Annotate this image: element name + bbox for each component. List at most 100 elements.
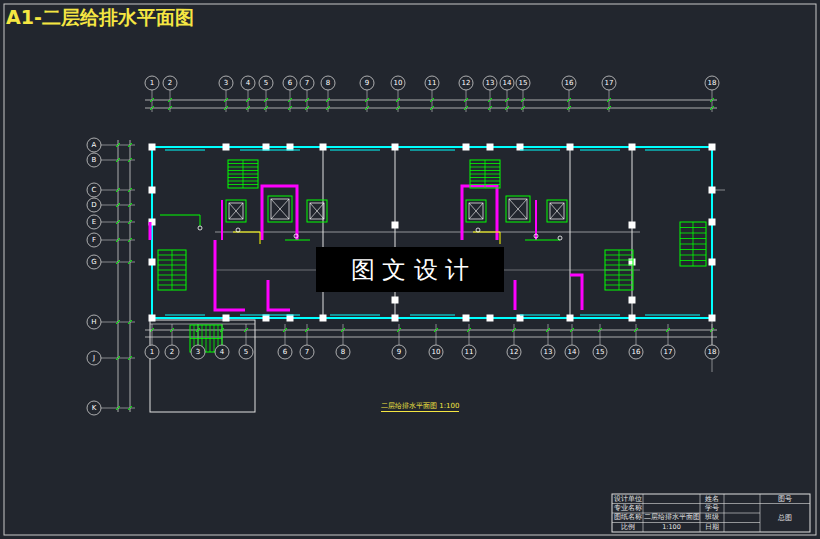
column [487, 315, 493, 321]
axis-number: 1 [150, 349, 154, 356]
column [223, 144, 229, 150]
elevator-cross [469, 203, 483, 219]
dimension-tick [116, 143, 120, 147]
title-block-cell: 学号 [705, 505, 719, 512]
exterior-wall [151, 147, 153, 318]
axis-leader [636, 324, 637, 345]
column [709, 315, 715, 321]
axis-number: 14 [568, 349, 577, 356]
axis-bubble [300, 76, 314, 90]
column [263, 144, 269, 150]
dimension-line [145, 337, 717, 338]
core-wall [149, 222, 152, 240]
axis-letter: C [92, 187, 97, 194]
elevator-cross [550, 203, 564, 219]
axis-number: 5 [264, 80, 268, 87]
column [517, 144, 523, 150]
core-wall [570, 275, 582, 310]
axis-bubble [562, 76, 576, 90]
title-block-col [724, 494, 725, 532]
dimension-tick [128, 188, 132, 192]
axis-bubble [215, 345, 229, 359]
stair-rail [619, 250, 620, 290]
window [165, 150, 205, 151]
stair-rail [172, 250, 173, 290]
stair-symbol [228, 160, 258, 188]
partition-wall [323, 147, 324, 318]
window [645, 315, 700, 316]
column [709, 144, 715, 150]
riser-symbol [534, 234, 538, 238]
axis-bubble [87, 198, 101, 212]
stair-rail [190, 338, 222, 339]
dimension-tick [305, 98, 309, 102]
elevator-cross [469, 203, 483, 219]
axis-bubble [241, 76, 255, 90]
window [330, 150, 380, 151]
core-wall [215, 240, 245, 310]
dimension-tick [116, 260, 120, 264]
axis-leader [307, 324, 308, 345]
axis-number: 18 [708, 349, 717, 356]
axis-bubble [87, 351, 101, 365]
dimension-tick [430, 106, 434, 110]
elevator-cross [229, 203, 243, 219]
dimension-tick [150, 106, 154, 110]
partition-wall [395, 147, 396, 318]
elevator-cross [509, 199, 527, 219]
axis-bubble [87, 315, 101, 329]
elevator-symbol [226, 200, 246, 222]
axis-number: 17 [605, 80, 614, 87]
column [392, 297, 398, 303]
dimension-tick [512, 328, 516, 332]
column [263, 315, 269, 321]
elevator-symbol [268, 196, 292, 222]
title-block-row [760, 503, 810, 504]
column [709, 187, 715, 193]
dimension-tick [488, 106, 492, 110]
axis-leader [668, 324, 669, 345]
dimension-tick [396, 106, 400, 110]
dimension-tick [128, 220, 132, 224]
axis-bubble [87, 153, 101, 167]
dimension-tick [116, 406, 120, 410]
dimension-tick [505, 106, 509, 110]
axis-letter: H [91, 319, 96, 326]
window [520, 315, 560, 316]
dimension-tick [128, 238, 132, 242]
dimension-tick [326, 98, 330, 102]
dimension-tick [128, 406, 132, 410]
elevator-car [509, 199, 527, 219]
axis-bubble [565, 345, 579, 359]
title-block-cell: 图号 [778, 496, 792, 503]
dimension-tick [128, 143, 132, 147]
axis-bubble [705, 76, 719, 90]
riser-symbol [558, 236, 562, 240]
stair-rail [243, 160, 244, 188]
stair-symbol [158, 250, 186, 290]
dimension-tick [666, 328, 670, 332]
axis-number: 15 [519, 80, 528, 87]
dimension-tick [283, 328, 287, 332]
axis-letter: E [92, 219, 96, 226]
axis-bubble [661, 345, 675, 359]
axis-bubble [629, 345, 643, 359]
window [580, 315, 620, 316]
supply-pipe [160, 215, 200, 226]
column [629, 315, 635, 321]
stair-symbol [605, 250, 633, 290]
title-block-col [643, 494, 644, 532]
elevator-cross [229, 203, 243, 219]
axis-number: 6 [288, 80, 292, 87]
axis-bubble [191, 345, 205, 359]
title-block-cell: 专业名称 [614, 505, 642, 512]
title-block [612, 494, 810, 532]
elevator-cross [271, 199, 289, 219]
column [517, 315, 523, 321]
core-wall [221, 200, 223, 240]
dimension-tick [365, 98, 369, 102]
title-block-cell: 总图 [778, 515, 792, 522]
dimension-tick [505, 98, 509, 102]
axis-bubble [391, 76, 405, 90]
axis-letter: F [92, 237, 96, 244]
